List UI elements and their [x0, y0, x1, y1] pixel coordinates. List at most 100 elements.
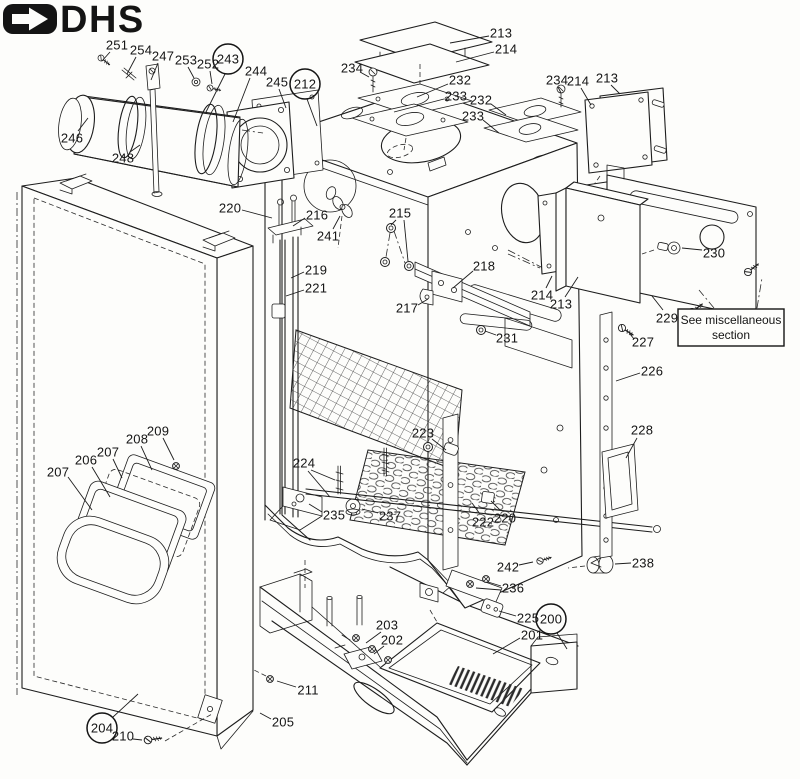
svg-text:232: 232	[470, 93, 492, 108]
part-label-216: 216	[292, 208, 328, 227]
part-label-247: 247	[150, 49, 174, 81]
svg-text:220: 220	[494, 511, 516, 526]
svg-text:245: 245	[266, 75, 288, 90]
part-label-242: 242	[497, 560, 534, 575]
part-label-210: 210	[112, 729, 143, 744]
svg-text:214: 214	[567, 74, 589, 89]
svg-text:233: 233	[445, 89, 467, 104]
part-label-234: 234	[546, 73, 568, 94]
note-line-1: See miscellaneous	[681, 313, 782, 327]
svg-text:253: 253	[175, 53, 197, 68]
svg-text:246: 246	[61, 131, 83, 146]
grille-panel	[379, 622, 541, 713]
svg-text:218: 218	[473, 259, 495, 274]
svg-text:228: 228	[631, 423, 653, 438]
bracket-247	[145, 63, 161, 91]
part-label-236: 236	[475, 581, 524, 596]
part-label-202: 202	[373, 633, 403, 655]
note-line-2: section	[712, 328, 750, 342]
part-label-220: 220	[219, 201, 273, 219]
part-label-252: 252	[197, 57, 219, 85]
part-label-207: 207	[47, 465, 93, 511]
svg-text:233: 233	[462, 109, 484, 124]
part-label-201: 201	[492, 628, 543, 655]
svg-text:214: 214	[495, 42, 517, 57]
part-label-243: 243	[205, 43, 244, 113]
part-label-234: 234	[341, 61, 370, 78]
svg-text:220: 220	[219, 201, 241, 216]
part-label-235: 235	[308, 503, 345, 523]
part-label-220: 220	[490, 500, 516, 526]
door-latch-plate	[197, 694, 223, 724]
pin-254	[121, 67, 137, 81]
vent-slats	[448, 666, 524, 707]
part-label-241: 241	[317, 215, 341, 244]
svg-text:221: 221	[305, 281, 327, 296]
part-label-237: 237	[361, 509, 401, 524]
svg-text:206: 206	[75, 453, 97, 468]
part-label-211: 211	[276, 680, 318, 698]
right-side-assembly	[555, 164, 763, 568]
part-label-248: 248	[112, 144, 141, 166]
part-label-228: 228	[625, 423, 653, 459]
door-clip	[59, 173, 236, 252]
door-panel	[16, 173, 254, 750]
svg-text:225: 225	[517, 611, 539, 626]
bracket-229	[565, 187, 641, 304]
part-label-204: 204	[86, 693, 139, 744]
part-label-226: 226	[615, 364, 663, 382]
svg-text:213: 213	[490, 26, 512, 41]
screw-210	[143, 733, 164, 745]
tray-bracket	[334, 634, 392, 670]
gasket-233-right	[483, 115, 579, 143]
svg-text:242: 242	[497, 560, 519, 575]
logo-text: DHS	[60, 0, 145, 41]
svg-text:234: 234	[341, 61, 363, 76]
part-label-200: 200	[535, 603, 568, 650]
svg-text:226: 226	[641, 364, 663, 379]
door-window-frames	[56, 454, 216, 605]
part-label-209: 209	[147, 424, 175, 461]
part-label-231: 231	[484, 331, 518, 346]
part-label-225: 225	[498, 611, 539, 626]
part-label-205: 205	[259, 712, 294, 730]
screw-236	[466, 580, 474, 588]
part-label-221: 221	[285, 281, 327, 297]
svg-text:252: 252	[197, 57, 219, 72]
part-label-208: 208	[126, 432, 153, 471]
part-label-214: 214	[567, 74, 592, 106]
part-label-213: 213	[550, 276, 579, 312]
svg-text:244: 244	[245, 64, 267, 79]
handle-slot	[353, 681, 395, 715]
part-label-206: 206	[75, 453, 111, 498]
svg-text:213: 213	[596, 71, 618, 86]
svg-text:230: 230	[703, 246, 725, 261]
svg-text:217: 217	[396, 301, 418, 316]
screw-236b	[482, 575, 490, 583]
stud-230	[641, 241, 681, 255]
note-box: See miscellaneous section	[677, 308, 785, 347]
dhs-arrow-icon	[12, 7, 48, 31]
perforated-floor	[349, 449, 526, 546]
svg-text:205: 205	[272, 715, 294, 730]
washer-253	[191, 77, 201, 87]
svg-text:210: 210	[112, 729, 134, 744]
part-label-212: 212	[289, 68, 321, 127]
top-plate-stack	[351, 21, 582, 151]
nut-231	[476, 325, 486, 335]
part-label-232: 232	[416, 73, 471, 98]
svg-text:201: 201	[521, 628, 543, 643]
svg-text:237: 237	[379, 509, 401, 524]
burner-tube-assembly	[58, 53, 324, 197]
part-label-229: 229	[651, 295, 678, 326]
svg-text:227: 227	[632, 335, 654, 350]
svg-text:211: 211	[297, 683, 318, 698]
part-label-213: 213	[596, 71, 621, 95]
part-label-222: 222	[471, 502, 494, 530]
svg-text:213: 213	[550, 297, 572, 312]
part-label-246: 246	[61, 117, 89, 146]
svg-text:238: 238	[632, 556, 654, 571]
part-label-233: 233	[462, 109, 500, 134]
